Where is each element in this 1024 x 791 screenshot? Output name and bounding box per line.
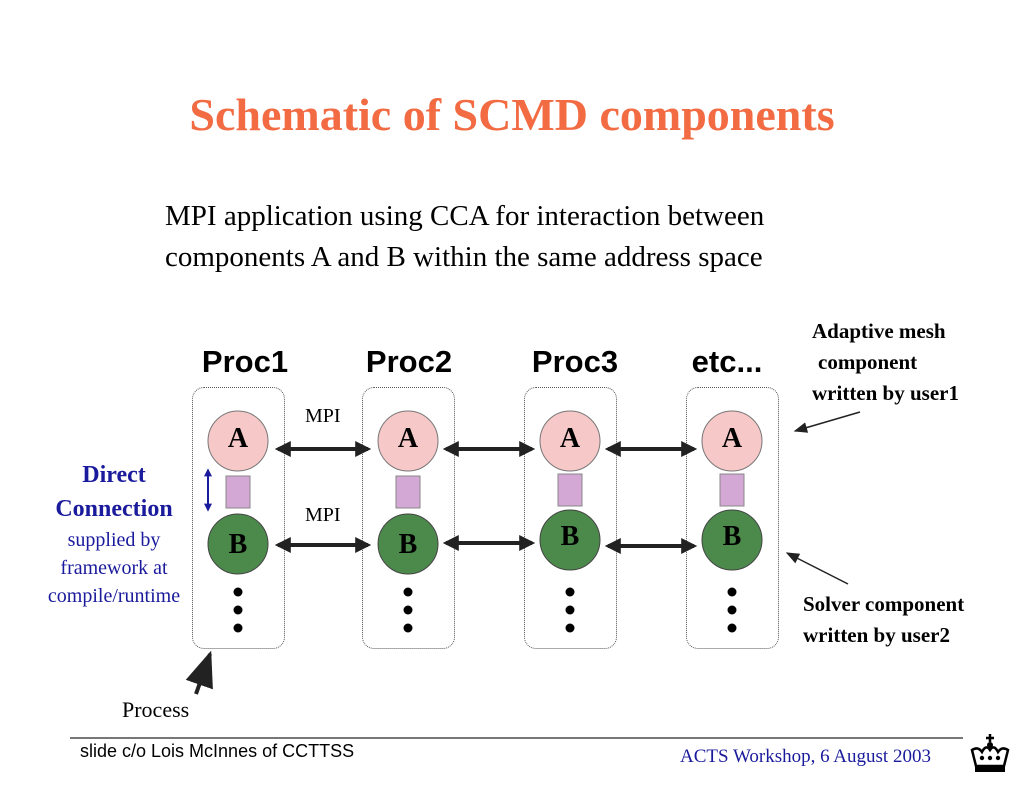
footer-divider xyxy=(70,737,963,739)
ellipsis-dot xyxy=(233,605,243,615)
adaptive-mesh-annotation: Adaptive mesh component written by user1 xyxy=(812,316,959,409)
ellipsis-dot xyxy=(233,623,243,633)
process-box-1 xyxy=(192,387,285,649)
subtitle-line-1: MPI application using CCA for interactio… xyxy=(165,200,765,232)
mpi-label-bottom: MPI xyxy=(305,504,341,526)
component-b-label: B xyxy=(398,529,418,560)
proc2-components xyxy=(377,410,439,633)
component-b xyxy=(701,509,763,571)
proc-etc-components xyxy=(701,410,763,633)
ellipsis-dot xyxy=(565,587,575,597)
component-a-label: A xyxy=(227,423,249,454)
adaptive-mesh-pointer-arrow xyxy=(793,411,861,433)
component-a-label: A xyxy=(559,423,581,454)
mpi-label-top: MPI xyxy=(305,405,341,427)
ellipsis-dot xyxy=(565,605,575,615)
ellipsis-dot xyxy=(727,623,737,633)
workshop-footer: ACTS Workshop, 6 August 2003 xyxy=(680,746,931,767)
component-b xyxy=(377,513,439,575)
crown-logo-icon xyxy=(970,734,1010,772)
process-label: Process xyxy=(122,697,190,722)
connector-port xyxy=(719,473,745,507)
direct-detail-line: framework at xyxy=(60,557,168,579)
component-a xyxy=(539,410,601,472)
process-box-3 xyxy=(524,387,617,649)
solver-annotation: Solver component written by user2 xyxy=(803,589,964,651)
connector-port xyxy=(225,475,251,509)
component-b xyxy=(539,509,601,571)
annotation-line: component xyxy=(818,350,918,374)
proc-label-2: Proc2 xyxy=(365,344,453,379)
component-a xyxy=(207,410,269,472)
solver-pointer-arrow xyxy=(785,552,849,585)
process-box-etc xyxy=(686,387,779,649)
direct-title-line: Direct xyxy=(82,462,146,488)
component-b xyxy=(207,513,269,575)
ellipsis-dot xyxy=(403,623,413,633)
subtitle: MPI application using CCA for interactio… xyxy=(165,196,925,278)
annotation-line: written by user1 xyxy=(812,381,959,405)
proc-label-1: Proc1 xyxy=(201,344,289,379)
component-b-label: B xyxy=(722,521,742,552)
direct-detail-line: compile/runtime xyxy=(47,585,181,607)
connector-port xyxy=(557,473,583,507)
annotation-line: written by user2 xyxy=(803,623,950,647)
annotation-line: Solver component xyxy=(803,592,965,616)
component-b-label: B xyxy=(560,521,580,552)
component-a xyxy=(701,410,763,472)
ellipsis-dot xyxy=(403,605,413,615)
ellipsis-dot xyxy=(727,587,737,597)
process-pointer-arrow xyxy=(185,650,213,695)
component-b-label: B xyxy=(228,529,248,560)
subtitle-line-2: components A and B within the same addre… xyxy=(165,241,763,273)
proc-label-etc: etc... xyxy=(691,344,763,379)
ellipsis-dot xyxy=(403,587,413,597)
direct-title-line: Connection xyxy=(55,496,173,522)
component-a-label: A xyxy=(397,423,419,454)
ellipsis-dot xyxy=(727,605,737,615)
ellipsis-dot xyxy=(565,623,575,633)
component-a-label: A xyxy=(721,423,743,454)
annotation-line: Adaptive mesh xyxy=(812,319,946,343)
component-a xyxy=(377,410,439,472)
proc1-components xyxy=(207,410,269,633)
connector-port xyxy=(395,475,421,509)
slide-credit: slide c/o Lois McInnes of CCTTSS xyxy=(80,741,355,761)
proc3-components xyxy=(539,410,601,633)
direct-detail-line: supplied by xyxy=(67,529,161,551)
slide-title: Schematic of SCMD components xyxy=(189,89,835,140)
process-box-2 xyxy=(362,387,455,649)
direct-connection-annotation: Direct Connection supplied by framework … xyxy=(28,458,200,610)
proc-label-3: Proc3 xyxy=(531,344,619,379)
ellipsis-dot xyxy=(233,587,243,597)
